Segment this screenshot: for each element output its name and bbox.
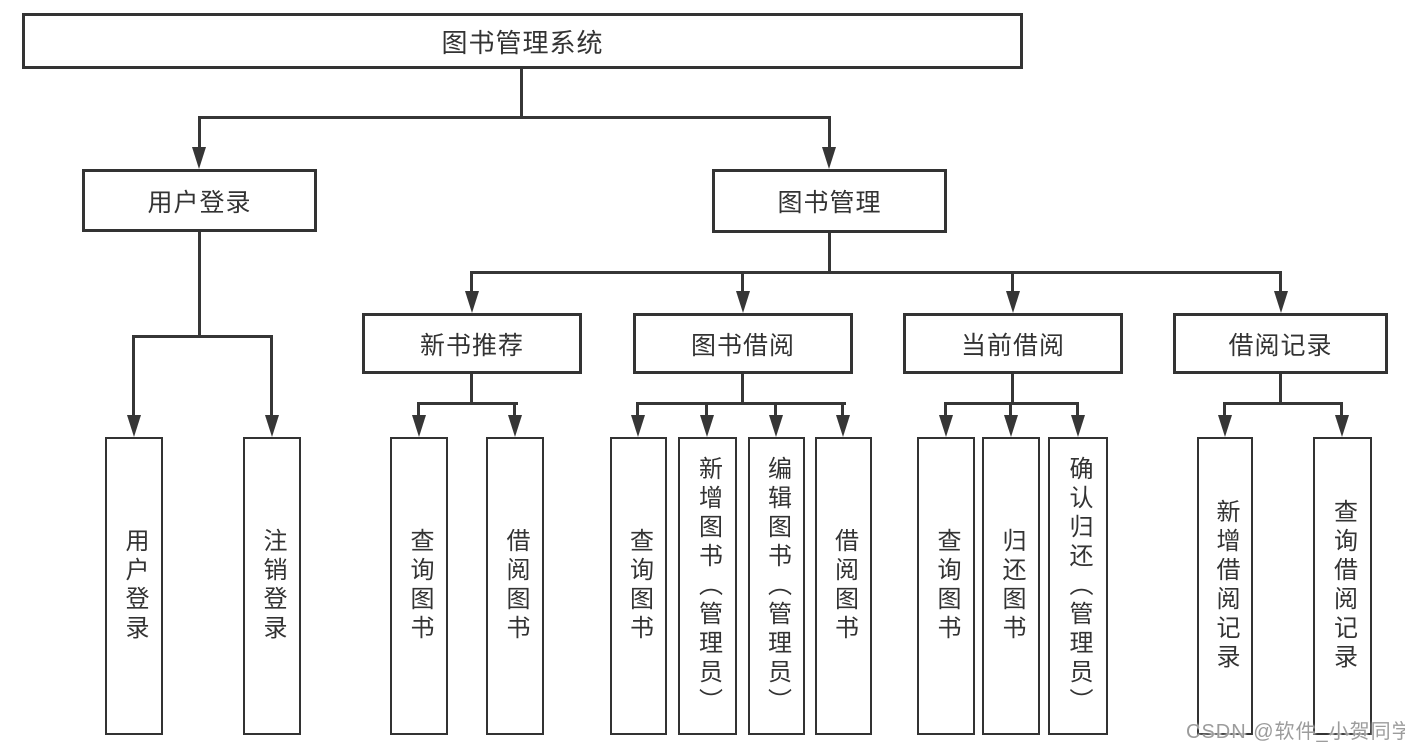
node-book-mgmt: 图书管理 (712, 169, 947, 233)
arrow-down-icon (939, 415, 953, 437)
connector-line (417, 402, 518, 405)
connector-line (1076, 402, 1079, 418)
node-label: 借阅记录 (1228, 331, 1333, 360)
connector-line (270, 335, 273, 419)
connector-line (944, 402, 947, 418)
node-login-leaf: 用户登录 (105, 437, 163, 735)
connector-line (470, 271, 1282, 274)
connector-line (520, 69, 523, 119)
arrow-down-icon (465, 291, 479, 313)
node-label: 新增借阅记录 (1212, 499, 1239, 673)
arrow-down-icon (736, 291, 750, 313)
node-label: 编辑图书（管理员） (763, 455, 791, 717)
node-label: 用户登录 (121, 528, 148, 644)
arrow-down-icon (265, 415, 279, 437)
connector-line (741, 271, 744, 295)
arrow-down-icon (1335, 415, 1349, 437)
node-label: 用户登录 (147, 188, 252, 217)
node-label: 借阅图书 (502, 528, 529, 644)
arrow-down-icon (836, 415, 850, 437)
connector-line (198, 116, 831, 119)
node-cb-query-books: 查询图书 (917, 437, 975, 735)
connector-line (198, 232, 201, 338)
connector-line (132, 335, 273, 338)
arrow-down-icon (508, 415, 522, 437)
node-label: 查询图书 (625, 528, 653, 644)
connector-line (741, 374, 744, 405)
node-br-add-record: 新增借阅记录 (1197, 437, 1253, 735)
connector-line (1279, 271, 1282, 295)
node-label: 新增图书（管理员） (694, 455, 722, 717)
node-label: 借阅图书 (830, 528, 858, 644)
connector-line (513, 402, 516, 418)
connector-line (774, 402, 777, 418)
arrow-down-icon (412, 415, 426, 437)
connector-line (1279, 374, 1282, 405)
node-rec-query-books: 查询图书 (390, 437, 448, 735)
node-new-book-rec: 新书推荐 (362, 313, 582, 374)
arrow-down-icon (631, 415, 645, 437)
node-logout-leaf: 注销登录 (243, 437, 301, 735)
node-book-borrow: 图书借阅 (633, 313, 853, 374)
node-bb-edit-books: 编辑图书（管理员） (748, 437, 805, 735)
connector-line (636, 402, 846, 405)
node-label: 新书推荐 (419, 331, 524, 360)
connector-line (1340, 402, 1343, 418)
connector-line (1223, 402, 1343, 405)
node-label: 查询图书 (933, 528, 960, 644)
connector-line (1223, 402, 1226, 418)
node-label: 确认归还（管理员） (1065, 455, 1092, 717)
connector-line (828, 233, 831, 274)
arrow-down-icon (1274, 291, 1288, 313)
connector-line (417, 402, 420, 418)
node-rec-borrow-books: 借阅图书 (486, 437, 544, 735)
connector-line (1011, 374, 1014, 405)
arrow-down-icon (1071, 415, 1085, 437)
node-cb-return-books: 归还图书 (982, 437, 1040, 735)
node-label: 当前借阅 (960, 331, 1065, 360)
arrow-down-icon (700, 415, 714, 437)
connector-line (470, 374, 473, 405)
connector-line (1009, 402, 1012, 418)
arrow-down-icon (1218, 415, 1232, 437)
arrow-down-icon (192, 147, 206, 169)
node-label: 查询图书 (406, 528, 433, 644)
connector-line (132, 335, 135, 419)
node-borrow-records: 借阅记录 (1173, 313, 1388, 374)
connector-line (470, 271, 473, 295)
arrow-down-icon (127, 415, 141, 437)
node-label: 注销登录 (259, 528, 286, 644)
arrow-down-icon (1006, 291, 1020, 313)
watermark: CSDN @软件_小贺同学 (1186, 721, 1405, 743)
connector-line (1011, 271, 1014, 295)
node-user-login: 用户登录 (82, 169, 317, 232)
node-bb-borrow-books: 借阅图书 (815, 437, 872, 735)
node-br-query-record: 查询借阅记录 (1313, 437, 1372, 735)
connector-line (705, 402, 708, 418)
arrow-down-icon (769, 415, 783, 437)
node-label: 图书管理 (777, 189, 882, 217)
arrow-down-icon (1004, 415, 1018, 437)
node-bb-add-books: 新增图书（管理员） (678, 437, 737, 735)
node-label: 归还图书 (998, 528, 1025, 644)
node-current-borrow: 当前借阅 (903, 313, 1123, 374)
connector-line (636, 402, 639, 418)
node-system: 图书管理系统 (22, 13, 1023, 69)
connector-line (198, 116, 201, 149)
node-label: 查询借阅记录 (1329, 499, 1357, 673)
node-cb-confirm-return: 确认归还（管理员） (1048, 437, 1108, 735)
connector-line (828, 116, 831, 149)
node-label: 图书借阅 (690, 331, 795, 360)
node-bb-query-books: 查询图书 (610, 437, 667, 735)
node-label: 图书管理系统 (441, 27, 604, 58)
arrow-down-icon (822, 147, 836, 169)
connector-line (841, 402, 844, 418)
